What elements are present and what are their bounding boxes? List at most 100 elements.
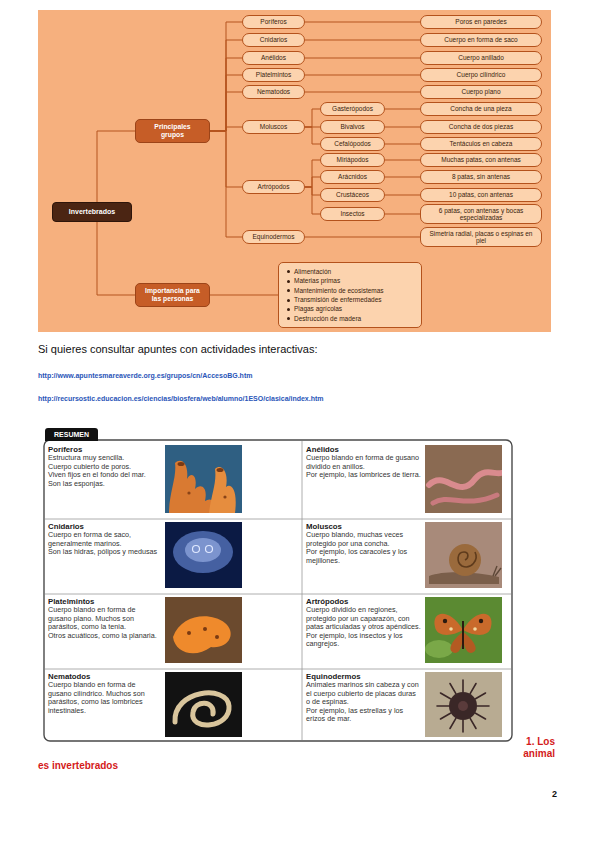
box-label: Anélidos [246,54,301,61]
jellyfish-gonad [206,546,213,553]
flatworm-photo [165,597,242,663]
cell-heading: Cnidarios [48,522,160,531]
box-label: Bivalvos [324,123,381,130]
list-item: Destrucción de madera [287,314,413,323]
page-text: Si quieres consultar apuntes con activid… [38,343,317,356]
connector-line [385,127,420,128]
box-label: Cuerpo anillado [424,54,538,61]
box-label: Simetría radial, placas o espinas en pie… [424,230,538,245]
box-label: Poros en paredes [424,18,538,25]
map-background [38,10,551,332]
box-label: Concha de dos piezas [424,123,538,130]
photo-ground [165,672,242,737]
text-line: http://www.apuntesmareaverde.org.es/grup… [38,371,252,380]
connector-line [385,214,420,215]
connector-line [210,75,242,131]
group-box: Artrópodos [242,180,305,193]
cell-body: Otros acuáticos, como la planaria. [48,632,160,640]
table-cell: NematodosCuerpo blando en forma de gusan… [44,669,302,740]
table-tab: RESUMEN [45,428,98,441]
connector-line [305,40,420,41]
table-cell: ArtrópodosCuerpo dividido en regiones, p… [302,594,512,669]
table-rule [45,669,511,670]
table-cell: AnélidosCuerpo blando en forma de gusano… [302,442,512,519]
feature-box: 6 patas, con antenas y bocas especializa… [420,204,542,225]
photo-ground [425,445,502,513]
roundworm-body [175,693,229,725]
snail-spiral [458,552,476,567]
feature-box: 10 patas, con antenas [420,188,542,201]
cell-body: Viven fijos en el fondo del mar. [48,471,160,479]
group-box: Poríferos [242,15,305,28]
root-box: Invertebrados [52,202,132,222]
box-label: Cefalópodos [324,140,381,147]
page-number: 2 [552,789,557,800]
connector-line [305,177,320,187]
butterfly-wing [463,632,476,653]
summary-table: RESUMENPoríferosEstructura muy sencilla.… [44,428,512,741]
wing-spot [479,619,483,623]
table-rule [302,441,303,740]
connector-line [385,109,420,110]
list-box: AlimentaciónMaterias primasMantenimiento… [278,262,422,329]
connector-line [210,127,242,131]
connector-line [385,160,420,161]
cell-text: PlatelmintosCuerpo blando en forma de gu… [48,597,160,640]
connector-line [210,295,278,296]
cell-body: Son las hidras, pólipos y medusas [48,548,160,556]
urchin-spine [437,680,489,732]
group-box: Cnidarios [242,33,305,46]
list-item: Alimentación [287,267,413,276]
cell-heading: Equinodermos [306,672,421,681]
branch-box: Importancia para las personas [135,283,210,307]
earthworm-photo [425,445,502,513]
group-box: Nematodos [242,85,305,98]
earthworm-body [429,472,501,487]
box-label: 8 patas, sin antenas [424,173,538,180]
box-label: Cuerpo plano [424,88,538,95]
urchin-body [449,692,477,720]
connector-line [305,187,320,214]
cell-body: Cuerpo blando, muchas veces protegido po… [306,531,421,548]
cell-body: Por ejemplo, las estrellas y los erizos … [306,707,421,724]
roundworm-photo [165,672,242,737]
box-label: Platelmintos [246,71,301,78]
sponge-pore [223,495,226,498]
cell-body: Cuerpo en forma de saco, generalmente ma… [48,531,160,548]
connector-line [97,131,135,202]
box-label: Cuerpo cilíndrico [424,71,538,78]
cell-heading: Platelmintos [48,597,160,606]
cell-heading: Anélidos [306,445,421,454]
cell-body: Cuerpo blando en forma de gusano plano. … [48,606,160,631]
connector-line [305,127,320,144]
snail-photo [425,522,502,588]
box-label: Gasterópodos [324,105,381,112]
box-label: Equinodermos [246,233,301,240]
box-label: Muchas patas, con antenas [424,156,538,163]
cell-text: AnélidosCuerpo blando en forma de gusano… [306,445,421,480]
box-label: Importancia para las personas [141,287,204,303]
earthworm-body [433,495,497,503]
photo-ground [425,672,502,737]
box-label: Nematodos [246,88,301,95]
cell-body: Por ejemplo, las lombrices de tierra. [306,471,421,479]
connector-line [210,40,242,131]
butterfly-photo [425,597,502,663]
connector-line [305,58,420,59]
cell-body: Cuerpo blando en forma de gusano cilíndr… [48,681,160,715]
box-label: Cnidarios [246,36,301,43]
flatworm-spot [215,635,219,639]
urchin-photo [425,672,502,737]
table-frame [44,440,512,741]
list-item: Plagas agrícolas [287,304,413,313]
connector-line [97,222,135,295]
cell-text: EquinodermosAnimales marinos sin cabeza … [306,672,421,723]
sponge-pore [187,491,190,494]
table-cell: PoríferosEstructura muy sencilla.Cuerpo … [44,442,302,519]
sponge-shape [169,461,215,513]
sponge-pore [217,468,224,472]
subgroup-box: Crustáceos [320,188,385,201]
feature-box: Concha de una pieza [420,102,542,115]
box-label: Insectos [324,210,381,217]
